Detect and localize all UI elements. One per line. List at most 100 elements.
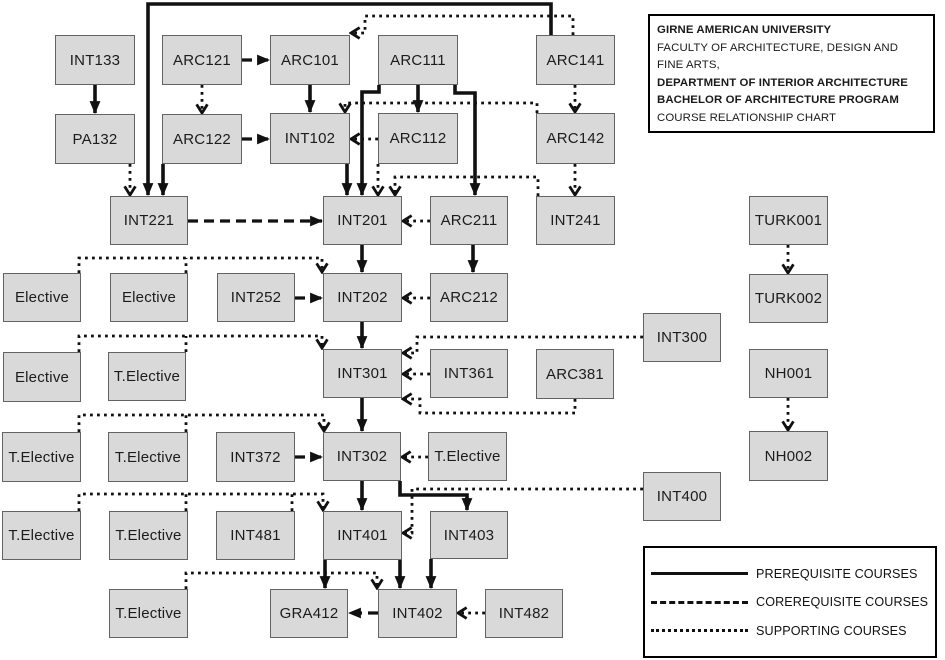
edge-ARC141-ARC101 — [351, 14, 575, 35]
edge-ARC142-INT102 — [345, 101, 539, 113]
legend-label: PREREQUISITE COURSES — [756, 566, 918, 581]
course-box-TELECTIVE_C: T.Elective — [108, 432, 188, 482]
edge-ARC111-INT201 — [356, 85, 381, 197]
course-box-label: ARC111 — [390, 51, 446, 69]
course-box-label: T.Elective — [114, 448, 182, 466]
course-box-label: PA132 — [72, 130, 118, 148]
course-box-INT300: INT300 — [643, 313, 721, 362]
course-box-TELECTIVE_D: T.Elective — [428, 432, 507, 481]
course-box-ARC381: ARC381 — [536, 349, 614, 399]
legend-line-sample-dashed — [651, 600, 748, 604]
course-box-ARC111: ARC111 — [378, 35, 458, 85]
course-box-label: INT402 — [392, 605, 443, 622]
course-box-INT133: INT133 — [55, 35, 135, 85]
edge-TELECTIVE_B-INT302 — [77, 413, 324, 432]
course-box-label: INT241 — [550, 212, 601, 229]
course-box-label: ARC112 — [389, 130, 447, 147]
course-box-label: INT102 — [284, 130, 336, 147]
course-box-label: T.Elective — [8, 527, 75, 544]
course-box-TURK002: TURK002 — [749, 274, 828, 323]
course-box-NH001: NH001 — [749, 349, 828, 398]
course-box-label: INT302 — [336, 448, 388, 465]
course-box-label: T.Elective — [115, 605, 182, 622]
course-box-label: INT252 — [230, 289, 282, 306]
course-box-label: INT202 — [337, 289, 388, 306]
course-box-INT102: INT102 — [270, 113, 350, 164]
course-box-INT301: INT301 — [323, 349, 402, 398]
legend-label: COREREQUISITE COURSES — [756, 595, 929, 609]
course-box-INT482: INT482 — [485, 589, 563, 638]
title-line: DEPARTMENT OF INTERIOR ARCHITECTURE — [657, 76, 908, 89]
edge-INT300-INT301 — [403, 335, 643, 353]
course-box-INT302: INT302 — [323, 432, 401, 481]
course-box-label: INT361 — [443, 365, 495, 382]
edge-INT302-INT403 — [398, 481, 473, 512]
course-box-ELECTIVE_A: Elective — [3, 273, 81, 322]
course-box-label: T.Elective — [113, 368, 181, 385]
course-box-label: ARC381 — [546, 365, 604, 383]
course-box-TELECTIVE_G: T.Elective — [109, 589, 188, 638]
course-box-label: ARC141 — [546, 51, 605, 69]
edge-INT400-INT401 — [403, 487, 643, 533]
course-box-label: NH002 — [764, 447, 813, 465]
course-box-label: GRA412 — [279, 605, 339, 622]
course-box-NH002: NH002 — [749, 431, 828, 481]
course-box-ARC122: ARC122 — [162, 114, 242, 164]
edge-ARC141-INT221 — [142, 2, 553, 197]
course-box-GRA412: GRA412 — [270, 589, 348, 638]
course-box-TELECTIVE_B: T.Elective — [2, 432, 81, 482]
course-box-ARC142: ARC142 — [536, 113, 615, 164]
course-box-INT481: INT481 — [216, 511, 295, 560]
course-box-label: Elective — [14, 289, 70, 306]
course-box-label: Elective — [121, 289, 177, 306]
edge-ELECTIVE_C-INT301 — [77, 334, 322, 352]
course-box-label: Elective — [14, 368, 70, 386]
course-box-label: T.Elective — [434, 448, 501, 465]
course-box-PA132: PA132 — [55, 114, 135, 164]
course-box-label: INT401 — [337, 527, 388, 544]
course-box-ARC121: ARC121 — [162, 35, 242, 85]
legend-line-sample-solid — [651, 572, 748, 575]
course-box-ELECTIVE_C: Elective — [3, 352, 81, 402]
course-box-TELECTIVE_A: T.Elective — [108, 352, 186, 401]
course-box-TELECTIVE_E: T.Elective — [2, 511, 81, 560]
course-box-label: ARC121 — [173, 51, 231, 69]
course-box-label: INT400 — [656, 488, 708, 505]
course-box-INT252: INT252 — [217, 273, 295, 322]
edge-ELECTIVE_A-INT202 — [77, 256, 322, 273]
title-line: FINE ARTS, — [657, 59, 720, 72]
course-box-label: INT133 — [69, 51, 121, 69]
course-box-INT400: INT400 — [643, 472, 721, 521]
course-box-label: ARC101 — [281, 51, 339, 69]
title-line: FACULTY OF ARCHITECTURE, DESIGN AND — [657, 41, 899, 54]
course-box-ELECTIVE_B: Elective — [110, 273, 188, 322]
course-box-label: T.Elective — [115, 527, 182, 544]
course-box-label: TURK001 — [754, 212, 823, 229]
legend-box: PREREQUISITE COURSES COREREQUISITE COURSE… — [643, 546, 937, 658]
course-box-ARC211: ARC211 — [430, 196, 508, 245]
edge-INT241-INT201 — [395, 175, 540, 196]
course-box-label: INT403 — [443, 526, 495, 544]
course-box-INT202: INT202 — [323, 273, 402, 322]
title-line: COURSE RELATIONSHIP CHART — [657, 111, 837, 124]
edge-TELECTIVE_G-INT402 — [184, 571, 377, 589]
course-box-INT201: INT201 — [323, 196, 402, 245]
course-box-TELECTIVE_F: T.Elective — [109, 511, 188, 560]
course-box-label: INT221 — [123, 212, 175, 229]
course-box-label: ARC142 — [546, 130, 605, 147]
legend-item-dashed: COREREQUISITE COURSES — [651, 595, 929, 609]
course-box-label: INT372 — [230, 448, 281, 466]
title-line: BACHELOR OF ARCHITECTURE PROGRAM — [657, 94, 899, 107]
course-box-label: NH001 — [764, 365, 813, 382]
course-box-INT402: INT402 — [378, 589, 457, 638]
course-box-label: ARC122 — [173, 130, 231, 148]
legend-item-solid: PREREQUISITE COURSES — [651, 567, 929, 581]
course-box-label: T.Elective — [8, 448, 75, 466]
course-box-label: TURK002 — [754, 290, 823, 307]
course-box-label: ARC212 — [440, 289, 498, 306]
course-box-INT403: INT403 — [430, 511, 508, 559]
edge-ARC111-ARC211 — [453, 85, 481, 197]
